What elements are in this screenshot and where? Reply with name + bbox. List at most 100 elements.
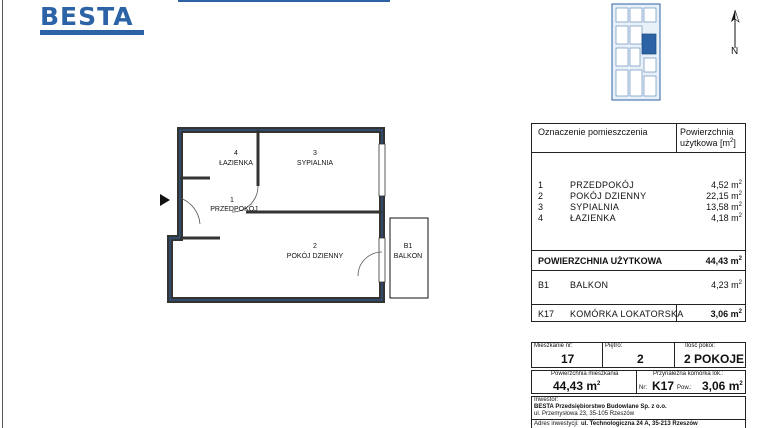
storage-nr-label: Nr: [639, 385, 647, 391]
balcony-area: 4,23 m2 [711, 280, 742, 290]
info-divider [531, 419, 746, 420]
row-num: 2 [538, 191, 544, 201]
floor-value: 2 [637, 352, 644, 366]
apt-number-value: 17 [561, 352, 575, 366]
storage-label: Przynależna komórka lok.: [653, 371, 724, 377]
storage-area: 3,06 m2 [711, 309, 742, 319]
info-divider [636, 370, 637, 394]
info-divider [602, 342, 603, 368]
row-area-value: 4,18 m [711, 213, 739, 223]
left-border-line [2, 0, 3, 428]
apt-area-sup: 2 [597, 381, 601, 387]
total-area-value: 44,43 m [705, 256, 739, 266]
storage-num: K17 [538, 309, 555, 319]
info-box-middle [531, 370, 746, 394]
header-area-sup: 2 [730, 138, 734, 144]
total-area: 44,43 m2 [706, 256, 742, 266]
row-name: SYPIALNIA [570, 202, 620, 212]
header-area-end: ] [733, 138, 736, 148]
building-key-plan [611, 3, 661, 101]
row-divider [532, 152, 745, 153]
row-area-sup: 2 [738, 180, 742, 186]
balcony-num: B1 [538, 280, 550, 290]
apt-area-label: Powierzchnia mieszkania [551, 371, 619, 377]
room-b1-number: B1 [403, 243, 413, 250]
storage-pow-label: Pow.: [677, 385, 692, 391]
north-arrow-icon [731, 10, 740, 48]
investor-name: BESTA Przedsiębiorstwo Budowlane Sp. z o… [534, 404, 667, 410]
header-divider [676, 124, 677, 152]
investor-address: ul. Przemysłowa 23, 35-105 Rzeszów [534, 411, 635, 417]
row-name: PRZEDPOKÓJ [570, 180, 635, 190]
balcony-area-value: 4,23 m [711, 280, 739, 290]
row-divider [532, 270, 745, 271]
room-2-number: 2 [313, 243, 317, 250]
room-3-name: SYPIALNIA [296, 160, 334, 167]
room-b1-name: BALKON [393, 253, 423, 260]
row-area-sup: 2 [738, 191, 742, 197]
room-3-number: 3 [313, 150, 317, 157]
besta-logo: BESTA [40, 2, 134, 31]
apartment-info-panel: Mieszkanie nr: 17 Piętro: 2 Ilość pokoi:… [531, 342, 746, 428]
table-row: 4 ŁAZIENKA 4,18 m2 [538, 213, 742, 224]
north-label: N [731, 46, 739, 57]
row-area-sup: 2 [738, 213, 742, 219]
investment-address-value: ul. Technologiczna 24 A, 35-213 Rzeszów [581, 421, 698, 427]
info-box-bottom [531, 396, 746, 428]
row-num: 1 [538, 180, 544, 190]
row-area-value: 4,52 m [711, 180, 739, 190]
row-area-sup: 2 [738, 202, 742, 208]
apt-area-value: 44,43 m2 [553, 379, 600, 393]
table-row: 1 PRZEDPOKÓJ 4,52 m2 [538, 180, 742, 191]
room-2-name: POKÓJ DZIENNY [286, 253, 344, 260]
row-area: 22,15 m2 [706, 191, 742, 201]
storage-area-value: 3,06 m2 [702, 379, 743, 393]
table-row: 3 SYPIALNIA 13,58 m2 [538, 202, 742, 213]
apartment-floor-plan [160, 127, 429, 303]
storage-area-sup: 2 [738, 309, 742, 315]
row-area-value: 13,58 m [706, 202, 739, 212]
row-area-value: 22,15 m [706, 191, 739, 201]
row-name: ŁAZIENKA [570, 213, 616, 223]
floor-label: Piętro: [605, 343, 623, 349]
total-area-sup: 2 [738, 256, 742, 262]
header-area-line2: użytkowa [m [680, 138, 731, 148]
balcony-area-sup: 2 [738, 280, 742, 286]
top-accent-line [178, 0, 390, 2]
rooms-count-label: Ilość pokoi: [685, 343, 716, 349]
rooms-count-value: 2 POKOJE [684, 352, 745, 366]
storage-name: KOMÓRKA LOKATORSKA [570, 309, 684, 319]
room-1-number: 1 [230, 197, 234, 204]
storage-area-number: 3,06 m [702, 379, 740, 393]
row-name: POKÓJ DZIENNY [570, 191, 647, 201]
total-row: POWIERZCHNIA UŻYTKOWA 44,43 m2 [538, 256, 742, 267]
info-divider [674, 342, 675, 368]
row-area: 13,58 m2 [706, 202, 742, 212]
row-divider [532, 250, 745, 251]
total-label: POWIERZCHNIA UŻYTKOWA [538, 256, 663, 266]
storage-nr-value: K17 [652, 379, 675, 393]
room-4-name: ŁAZIENKA [219, 160, 253, 167]
header-area-line1: Powierzchnia [680, 127, 734, 137]
apt-area-number: 44,43 m [553, 379, 598, 393]
investment-address-label: Adres inwestycji: [534, 421, 579, 427]
logo-underline [40, 30, 144, 35]
storage-divider [676, 304, 677, 322]
row-area: 4,18 m2 [711, 213, 742, 223]
storage-area-sup: 2 [739, 381, 743, 387]
storage-row: K17 KOMÓRKA LOKATORSKA 3,06 m2 [538, 309, 742, 320]
room-4-number: 4 [234, 150, 238, 157]
room-1-name: PRZEDPOKÓJ [210, 206, 258, 213]
row-num: 3 [538, 202, 544, 212]
row-area: 4,52 m2 [711, 180, 742, 190]
storage-area-value: 3,06 m [710, 309, 739, 319]
info-box-top [531, 342, 746, 368]
investor-label: Inwestor: [534, 397, 559, 403]
row-num: 4 [538, 213, 544, 223]
apt-number-label: Mieszkanie nr: [534, 343, 573, 349]
row-divider [532, 304, 745, 305]
